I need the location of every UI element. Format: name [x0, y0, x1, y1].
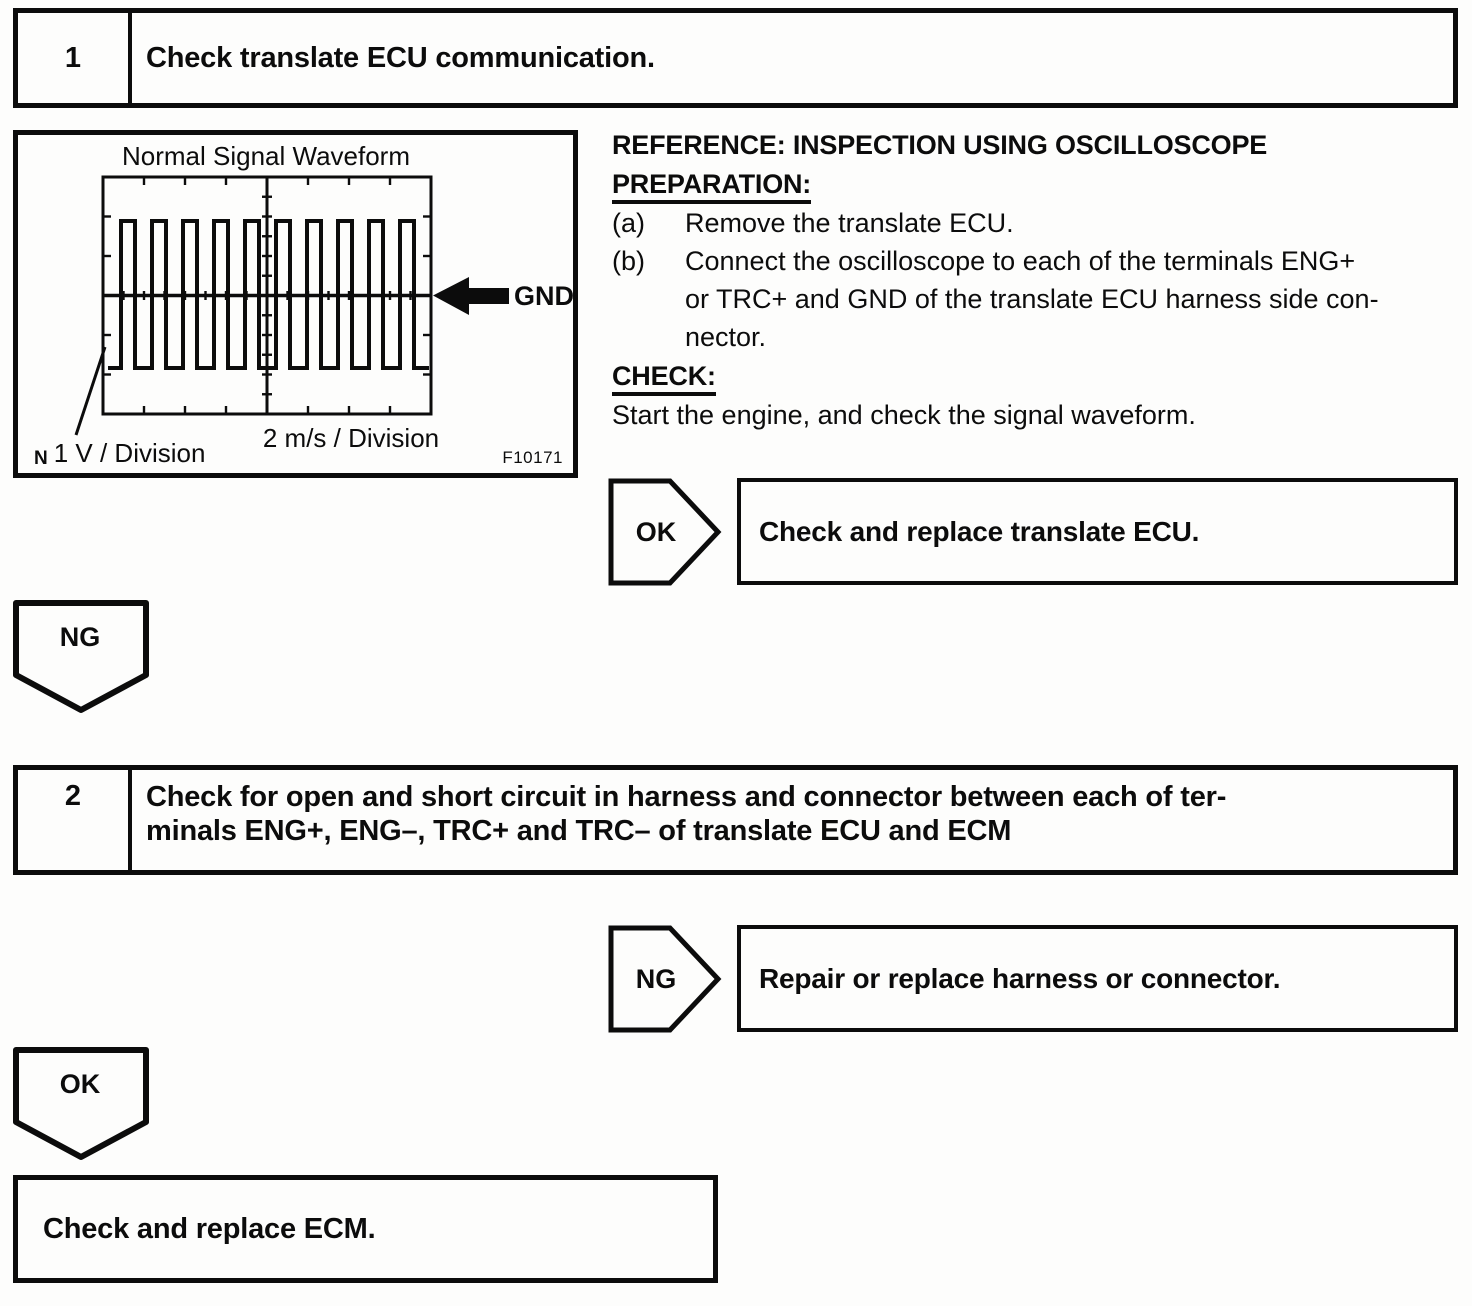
time-scale-label: 2 m/s / Division [262, 423, 440, 453]
right-pointer-icon [608, 478, 722, 586]
result-box-2: Repair or replace harness or connector. [737, 925, 1458, 1032]
instruction-item-b: (b) Connect the oscilloscope to each of … [612, 242, 1468, 356]
step-1-header: 1 Check translate ECU communication. [13, 8, 1458, 108]
final-action-box: Check and replace ECM. [13, 1175, 718, 1283]
step-2-number: 2 [18, 770, 132, 870]
item-b-label: (b) [612, 246, 645, 276]
gnd-arrow-icon [433, 277, 509, 315]
figure-code: F10171 [502, 448, 563, 467]
instruction-item-a: (a) Remove the translate ECU. [612, 204, 1468, 242]
item-a-label: (a) [612, 208, 645, 238]
down-pointer-icon [13, 600, 149, 713]
instruction-column: REFERENCE: INSPECTION USING OSCILLOSCOPE… [612, 126, 1468, 434]
voltage-scale-prefix: N [34, 448, 48, 469]
ng-tag: NG [608, 925, 722, 1033]
result-box-1: Check and replace translate ECU. [737, 478, 1458, 585]
waveform-trace [108, 219, 429, 370]
ok-tag-label: OK [635, 516, 677, 547]
preparation-heading: PREPARATION: [612, 164, 1468, 204]
ok-flow-label: OK [59, 1069, 101, 1099]
check-text: Start the engine, and check the signal w… [612, 400, 1196, 430]
ok-tag: OK [608, 478, 722, 586]
ng-tag-label: NG [635, 963, 677, 994]
step-2-header: 2 Check for open and short circuit in ha… [13, 765, 1458, 875]
reference-heading: REFERENCE: INSPECTION USING OSCILLOSCOPE [612, 130, 1268, 160]
check-heading: CHECK: [612, 356, 1468, 396]
oscilloscope-diagram [74, 175, 509, 436]
item-b-text: Connect the oscilloscope to each of the … [685, 246, 1379, 352]
ok-flow-connector: OK [10, 1045, 152, 1163]
ng-flow-label: NG [59, 622, 101, 652]
voltage-scale-callout-line [74, 346, 107, 436]
step-2-title: Check for open and short circuit in harn… [146, 781, 1227, 847]
item-a-text: Remove the translate ECU. [685, 208, 1014, 238]
gnd-label: GND [514, 281, 574, 311]
graticule-ticks [103, 177, 431, 414]
step-1-title: Check translate ECU communication. [146, 42, 655, 74]
figure-title: Normal Signal Waveform [121, 141, 410, 171]
ng-flow-connector: NG [10, 598, 152, 716]
right-pointer-icon [608, 925, 722, 1033]
waveform-figure: Normal Signal Waveform GND 2 m/s / Divis… [13, 130, 578, 478]
step-1-number: 1 [18, 13, 132, 103]
down-pointer-icon [13, 1047, 149, 1160]
